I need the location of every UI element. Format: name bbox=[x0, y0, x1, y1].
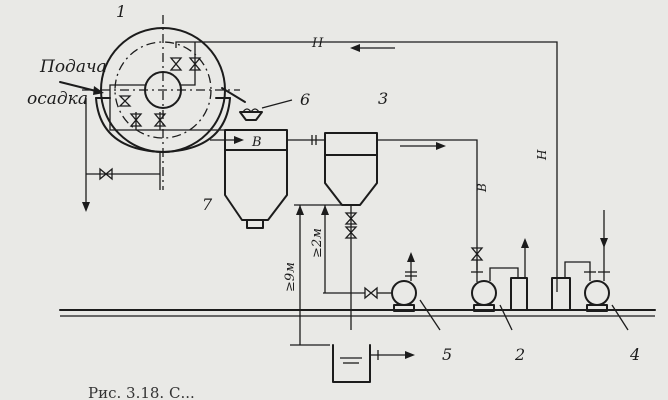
label-line-b-tank: В bbox=[251, 135, 262, 150]
label-line-n-vert: Н bbox=[535, 149, 549, 161]
drum-valves bbox=[118, 57, 202, 127]
pump-4 bbox=[551, 210, 629, 331]
pump-5 bbox=[323, 252, 441, 331]
vacuum-filter-drum bbox=[82, 15, 296, 190]
label-scraper-number: 6 bbox=[300, 90, 310, 109]
dimension-2m: ≥2м bbox=[310, 228, 325, 258]
feed-label-line2: осадка bbox=[27, 89, 88, 109]
label-pump-5-number: 5 bbox=[442, 345, 452, 364]
label-pump-4-number: 4 bbox=[629, 345, 640, 364]
vacuum-receiver-7 bbox=[210, 129, 325, 229]
cake-scraper bbox=[221, 87, 293, 121]
dimension-9m: ≥9м bbox=[283, 262, 298, 292]
sludge-feed bbox=[59, 81, 161, 212]
figure-caption: Рис. 3.18. С... bbox=[88, 384, 195, 400]
label-drum-number: 1 bbox=[116, 2, 126, 21]
feed-label-line1: Подача bbox=[39, 57, 107, 77]
label-pump-2-number: 2 bbox=[514, 345, 525, 364]
label-line-b-vert: В bbox=[475, 183, 489, 193]
label-receiver-7-number: 7 bbox=[202, 195, 213, 214]
collecting-tank bbox=[332, 344, 415, 383]
label-receiver-3-number: 3 bbox=[378, 89, 388, 108]
dimension-lines bbox=[290, 204, 345, 346]
line-n bbox=[296, 41, 558, 292]
filtrate-receiver-3 bbox=[324, 132, 478, 330]
floor-level bbox=[59, 309, 656, 317]
label-line-n-top: Н bbox=[311, 36, 324, 51]
